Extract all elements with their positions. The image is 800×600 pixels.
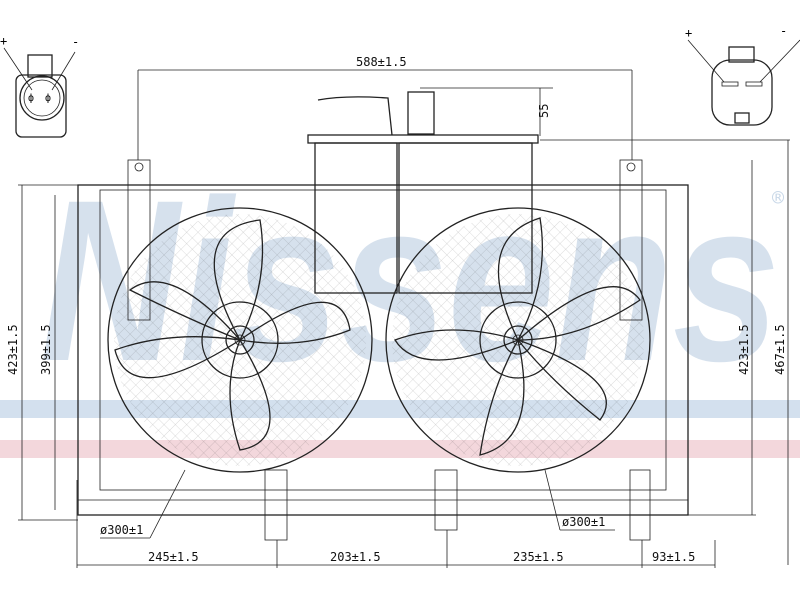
dim-fan-right-diameter: ø300±1: [562, 515, 605, 529]
fan-right: [385, 207, 651, 473]
registered-mark: ®: [772, 186, 785, 210]
connector-left: ф ф + -: [0, 34, 79, 138]
pin-icon: ф: [45, 92, 51, 104]
dim-bottom-1: 245±1.5: [148, 550, 199, 564]
dim-tank-height: 55: [537, 104, 551, 118]
dim-fan-left-diameter: ø300±1: [100, 523, 143, 537]
plus-label: +: [685, 26, 692, 40]
frame: [77, 159, 689, 541]
dim-top-width: 588±1.5: [356, 55, 407, 69]
dimension-tank: 55: [420, 87, 553, 136]
dim-bottom-3: 235±1.5: [513, 550, 564, 564]
fan-left: [107, 207, 373, 473]
connector-right: + -: [685, 24, 800, 126]
dim-bottom-4: 93±1.5: [652, 550, 695, 564]
plus-label: +: [0, 34, 7, 48]
minus-label: -: [780, 24, 787, 38]
dim-bottom-2: 203±1.5: [330, 550, 381, 564]
pin-icon: ф: [28, 92, 34, 104]
watermark-band-pink: [0, 440, 800, 458]
dimension-bottom: 245±1.5 203±1.5 235±1.5 93±1.5: [76, 480, 716, 568]
dim-right-outer-height: 467±1.5: [773, 324, 787, 375]
dimension-top: 588±1.5: [137, 55, 633, 160]
dim-right-inner-height: 423±1.5: [737, 324, 751, 375]
minus-label: -: [72, 35, 79, 49]
dim-left-outer-height: 423±1.5: [6, 324, 20, 375]
dim-left-inner-height: 399±1.5: [39, 324, 53, 375]
